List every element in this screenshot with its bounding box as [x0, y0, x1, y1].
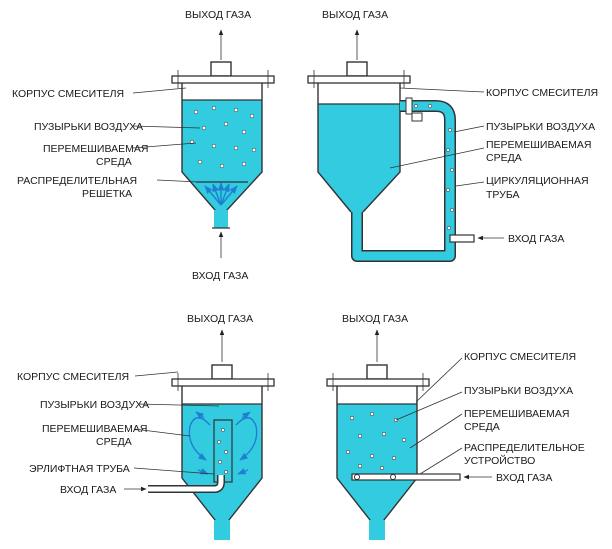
- outlet-nozzle: [346, 61, 368, 77]
- air-bubbles: [345, 411, 406, 470]
- label-circulation-pipe-2: ТРУБА: [486, 189, 520, 201]
- label-device-1: РАСПРЕДЕЛИТЕЛЬНОЕ: [464, 442, 585, 454]
- label-grid-2: РЕШЕТКА: [82, 188, 132, 200]
- label-mixed-medium-2: СРЕДА: [96, 436, 132, 448]
- label-air-bubbles: ПУЗЫРЬКИ ВОЗДУХА: [486, 121, 595, 133]
- gas-inlet-stub: [449, 234, 475, 243]
- outlet-nozzle: [211, 364, 233, 380]
- label-air-bubbles: ПУЗЫРЬКИ ВОЗДУХА: [34, 121, 143, 133]
- label-airlift-tube: ЭРЛИФТНАЯ ТРУБА: [29, 463, 130, 475]
- gas-inlet-label: ВХОД ГАЗА: [496, 472, 552, 484]
- air-bubbles: [414, 104, 454, 230]
- label-device-2: УСТРОЙСТВО: [464, 454, 535, 467]
- lid-flange: [171, 75, 275, 84]
- gas-inlet-label: ВХОД ГАЗА: [60, 484, 116, 496]
- label-mixer-body: КОРПУС СМЕСИТЕЛЯ: [12, 88, 124, 100]
- mixed-medium: [318, 104, 400, 212]
- lid-flange: [326, 378, 430, 387]
- gas-outlet-label: ВЫХОД ГАЗА: [185, 9, 251, 21]
- circulation-flow: [188, 411, 258, 475]
- label-mixer-body: КОРПУС СМЕСИТЕЛЯ: [486, 87, 598, 99]
- gas-inlet-pipe: [148, 475, 224, 492]
- lid-flange: [307, 75, 411, 84]
- label-mixed-medium-1: ПЕРЕМЕШИВАЕМАЯ: [43, 143, 148, 155]
- gas-outlet-label: ВЫХОД ГАЗА: [342, 313, 408, 325]
- outlet-nozzle: [210, 61, 232, 77]
- label-mixed-medium-1: ПЕРЕМЕШИВАЕМАЯ: [486, 139, 591, 151]
- label-mixer-body: КОРПУС СМЕСИТЕЛЯ: [17, 371, 129, 383]
- label-circulation-pipe-1: ЦИРКУЛЯЦИОННАЯ: [486, 175, 589, 187]
- label-air-bubbles: ПУЗЫРЬКИ ВОЗДУХА: [464, 385, 573, 397]
- label-mixer-body: КОРПУС СМЕСИТЕЛЯ: [464, 351, 576, 363]
- air-bubbles: [189, 105, 257, 169]
- panel-airlift-tube: ВЫХОД ГАЗА КОРПУС СМЕСИТЕЛЯ П: [17, 313, 275, 540]
- lid-flange: [171, 378, 275, 387]
- air-bubbles: [217, 428, 228, 474]
- mixer-body: [317, 83, 401, 213]
- label-mixed-medium-1: ПЕРЕМЕШИВАЕМАЯ: [464, 408, 569, 420]
- gas-outlet-label: ВЫХОД ГАЗА: [187, 313, 253, 325]
- label-mixed-medium-2: СРЕДА: [486, 152, 522, 164]
- label-mixed-medium-1: ПЕРЕМЕШИВАЕМАЯ: [42, 423, 147, 435]
- panel-circulation-pipe: ВЫХОД ГАЗА ВХОД ГАЗА КОРПУС СМЕСИТЕЛЯ ПУ…: [307, 9, 598, 262]
- gas-outlet-label: ВЫХОД ГАЗА: [322, 9, 388, 21]
- air-jets: [204, 182, 238, 206]
- gas-inlet-label: ВХОД ГАЗА: [192, 270, 248, 282]
- gas-inlet-label: ВХОД ГАЗА: [508, 233, 564, 245]
- distribution-device: [351, 473, 461, 481]
- mixed-medium: [337, 404, 417, 520]
- label-mixed-medium-2: СРЕДА: [96, 156, 132, 168]
- panel-distribution-device: ВЫХОД ГАЗА КОРПУС СМЕСИТЕЛЯ ПУЗЫРЬКИ ВОЗ…: [326, 313, 585, 540]
- label-air-bubbles: ПУЗЫРЬКИ ВОЗДУХА: [40, 399, 149, 411]
- panel-distribution-grid: ВЫХОД ГАЗА ВХОД ГАЗА: [12, 9, 275, 282]
- label-grid-1: РАСПРЕДЕЛИТЕЛЬНАЯ: [17, 175, 137, 187]
- outlet-nozzle: [366, 364, 388, 380]
- label-mixed-medium-2: СРЕДА: [464, 421, 500, 433]
